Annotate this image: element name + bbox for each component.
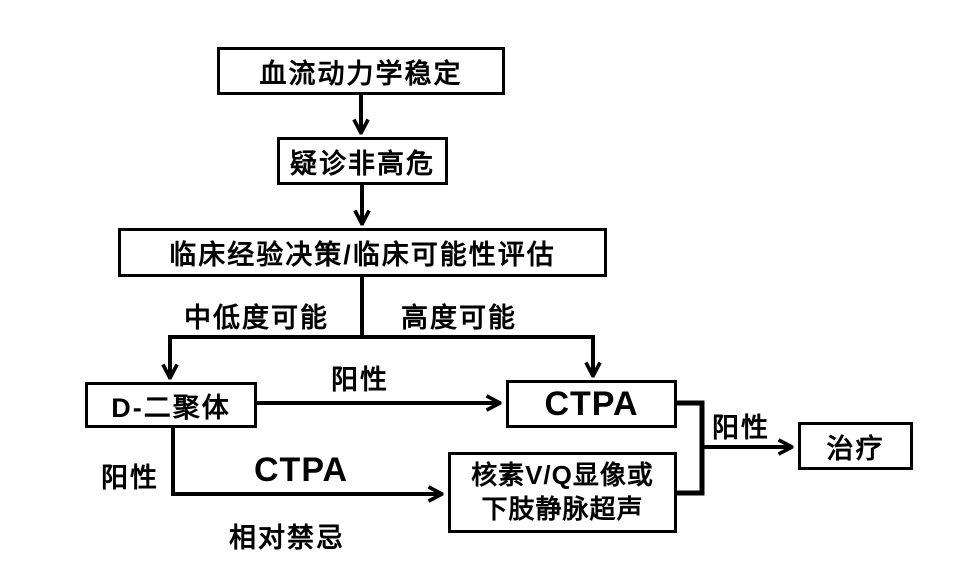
edge-label-positive-ddimer-to-ctpa: 阳性 — [331, 365, 389, 395]
node-clinical-assessment: 临床经验决策/临床可能性评估 — [118, 228, 607, 277]
node-vq-line2: 下肢静脉超声 — [481, 493, 644, 524]
edge-label-positive-ddimer-down: 阳性 — [101, 463, 159, 493]
node-vq-scan-or-ultrasound: 核素V/Q显像或 下肢静脉超声 — [448, 452, 677, 533]
edge-label-low-intermediate-probability: 中低度可能 — [184, 303, 329, 333]
edge-label-positive-to-treatment: 阳性 — [712, 413, 770, 443]
edge-label-high-probability: 高度可能 — [401, 303, 517, 333]
edge-label-ctpa: CTPA — [254, 451, 349, 489]
node-treatment: 治疗 — [798, 422, 913, 470]
node-d-dimer: D-二聚体 — [85, 382, 257, 428]
node-suspected-non-high-risk: 疑诊非高危 — [277, 137, 448, 185]
node-hemodynamic-stability: 血流动力学稳定 — [217, 47, 505, 95]
edge-label-relatively-contraindicated: 相对禁忌 — [229, 523, 345, 553]
node-ctpa: CTPA — [506, 380, 677, 428]
node-vq-line1: 核素V/Q显像或 — [471, 460, 654, 491]
bracket-ctpa-vq — [677, 400, 705, 496]
